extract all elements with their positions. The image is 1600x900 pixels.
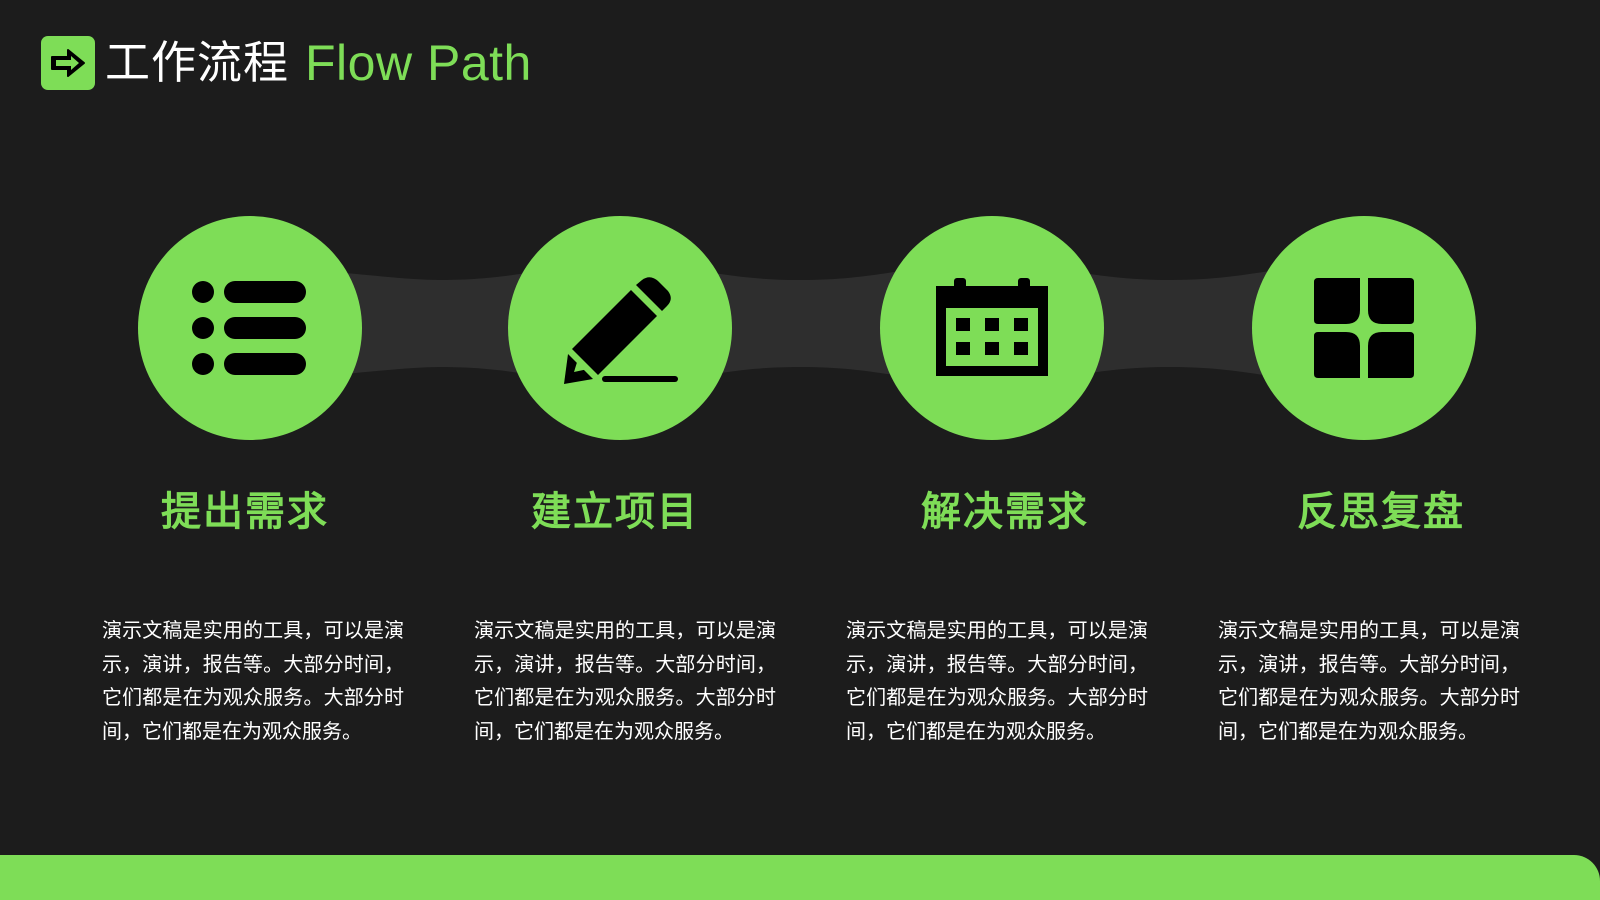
arrow-right-icon xyxy=(41,36,95,90)
step-1-title: 提出需求 xyxy=(161,489,329,535)
step-4-circle xyxy=(1252,216,1476,440)
header: 工作流程 Flow Path xyxy=(41,36,532,90)
step-2-title: 建立项目 xyxy=(531,489,699,535)
page-title: 工作流程 xyxy=(105,36,290,89)
list-icon xyxy=(192,281,306,375)
page-subtitle: Flow Path xyxy=(305,35,532,91)
pencil-icon xyxy=(564,277,678,384)
step-3-description: 演示文稿是实用的工具，可以是演示，演讲，报告等。大部分时间，它们都是在为观众服务… xyxy=(846,618,1148,743)
step-1-description: 演示文稿是实用的工具，可以是演示，演讲，报告等。大部分时间，它们都是在为观众服务… xyxy=(102,618,404,743)
calendar-icon xyxy=(936,278,1048,376)
step-2-description: 演示文稿是实用的工具，可以是演示，演讲，报告等。大部分时间，它们都是在为观众服务… xyxy=(474,618,776,743)
step-3-circle xyxy=(880,216,1104,440)
bottom-accent-bar xyxy=(0,855,1600,900)
step-2-circle xyxy=(508,216,732,440)
grid-icon xyxy=(1314,278,1414,378)
step-4-title: 反思复盘 xyxy=(1297,489,1465,535)
step-1-circle xyxy=(138,216,362,440)
step-4-description: 演示文稿是实用的工具，可以是演示，演讲，报告等。大部分时间，它们都是在为观众服务… xyxy=(1218,618,1520,743)
step-3-title: 解决需求 xyxy=(921,489,1089,535)
